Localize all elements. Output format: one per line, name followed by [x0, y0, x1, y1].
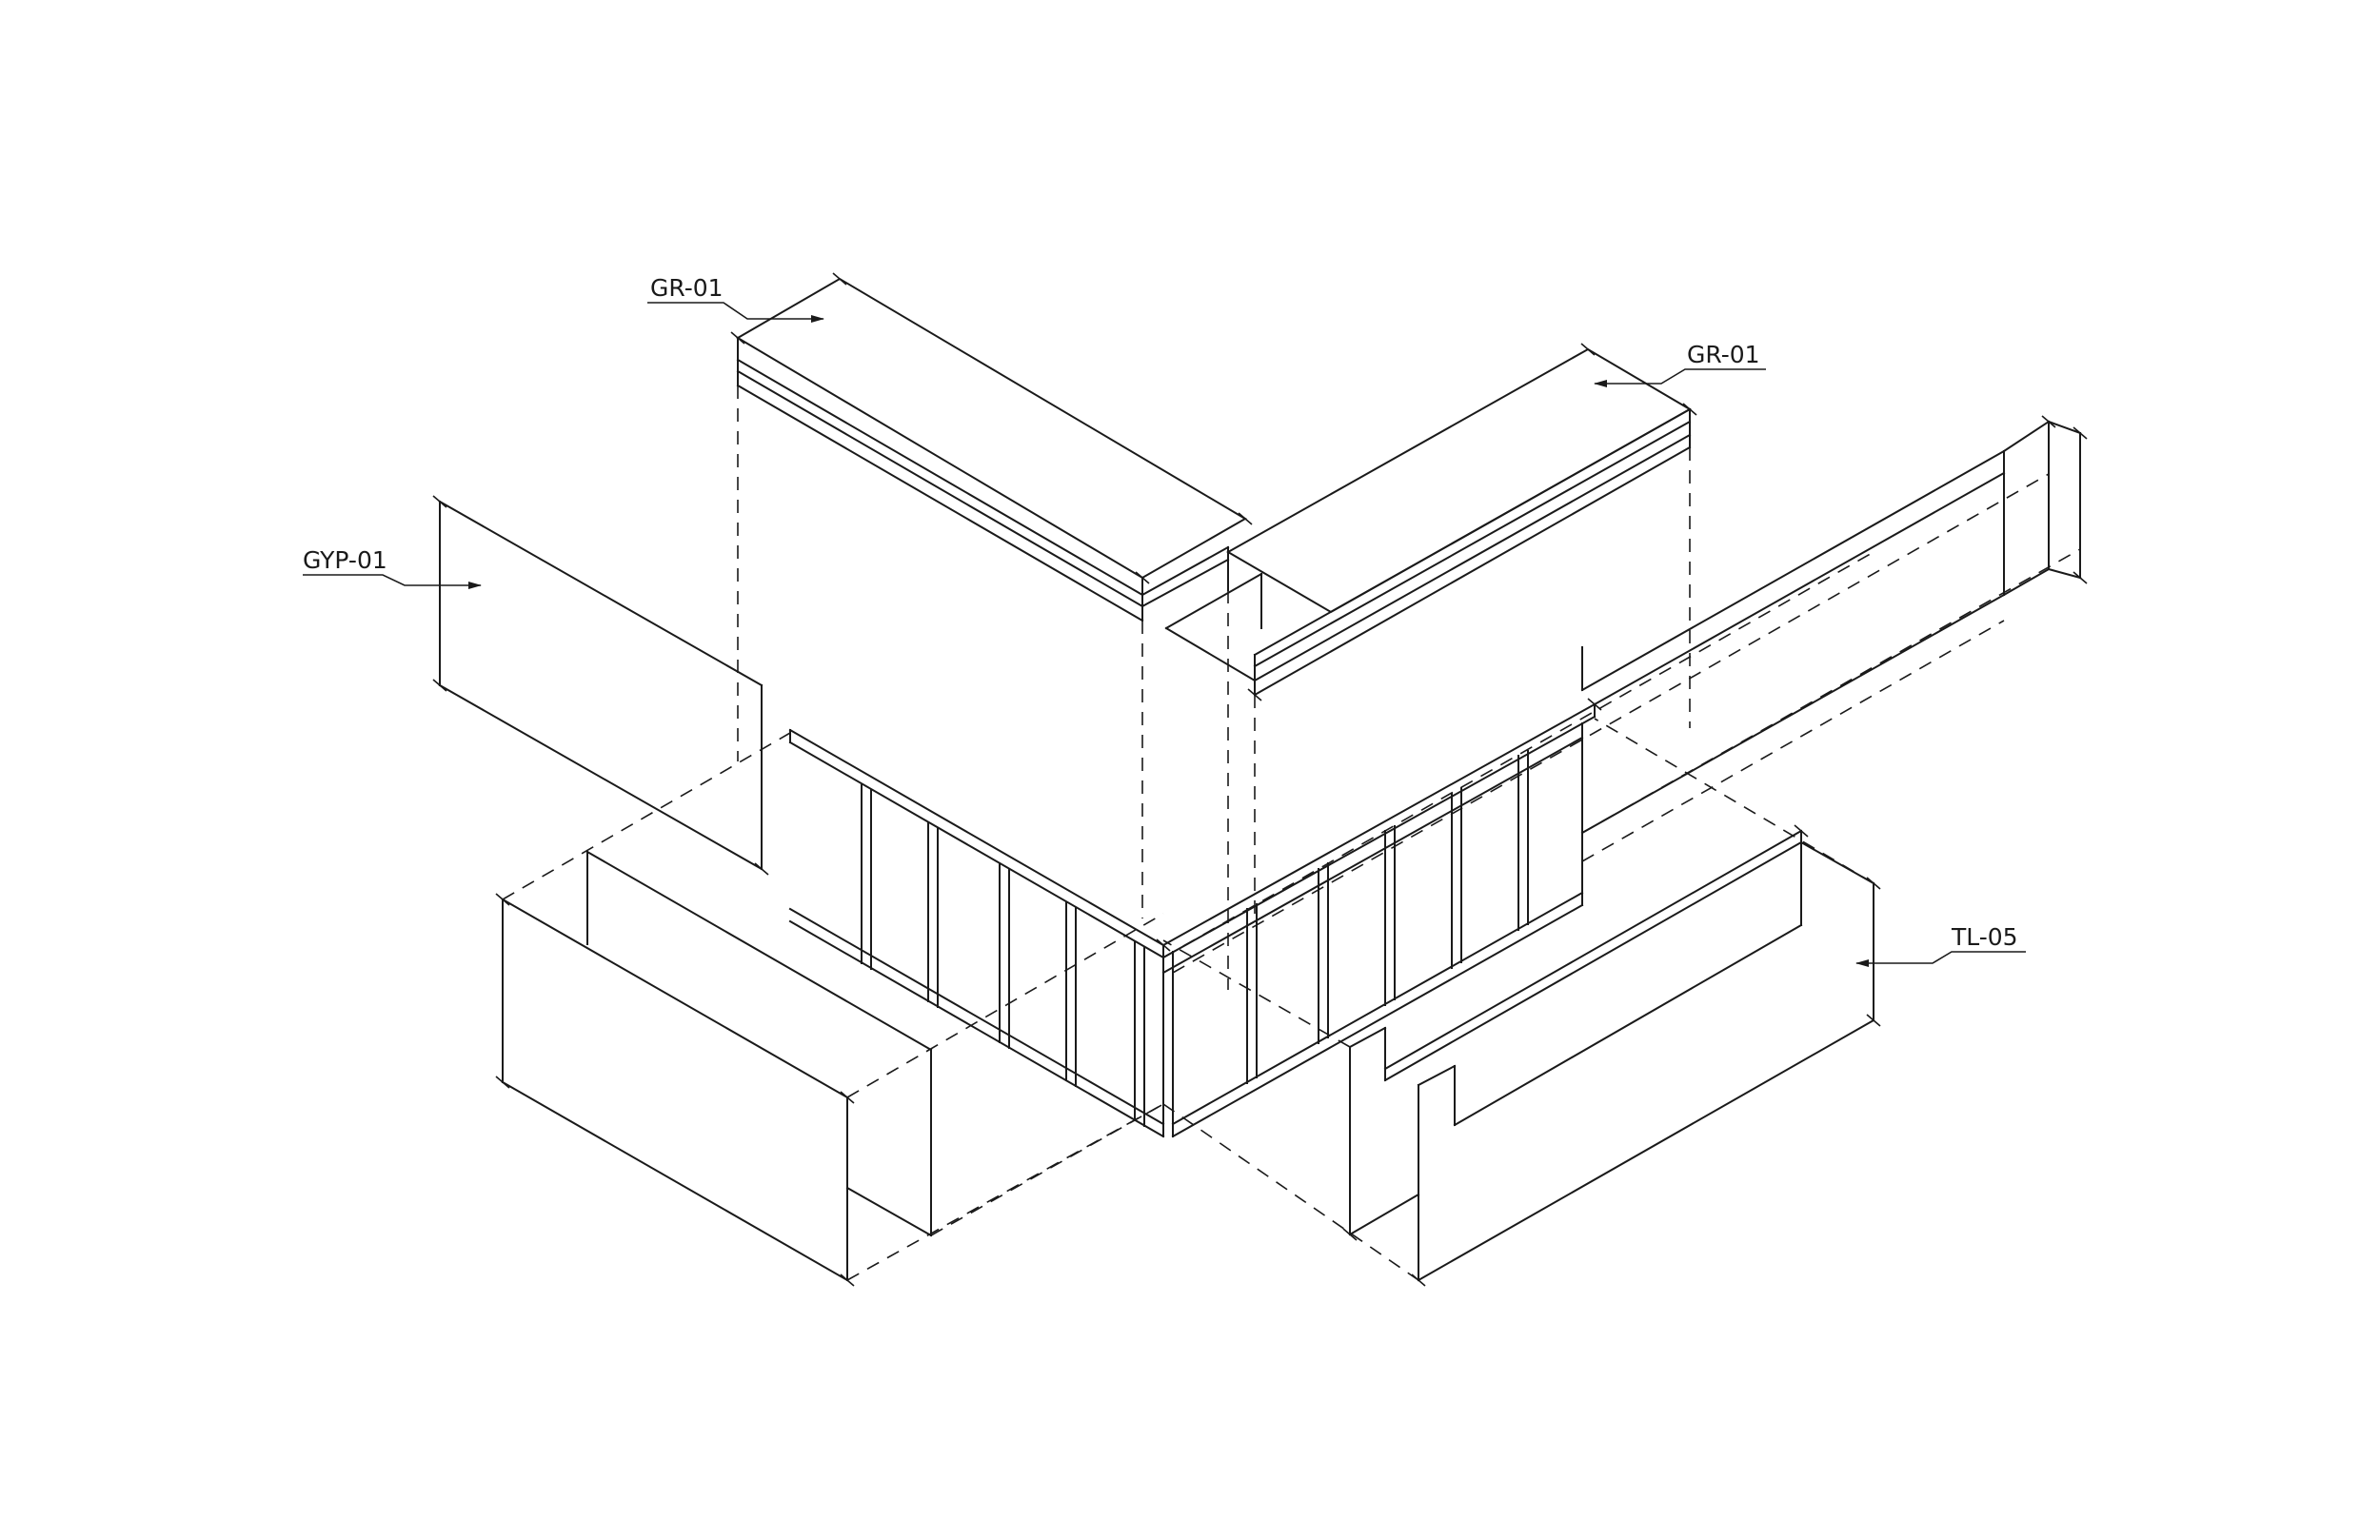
stud-frame-right [1161, 698, 1602, 1138]
tile-panel-right [1342, 824, 1881, 1287]
callout-label-gyp01: GYP-01 [303, 546, 387, 574]
grout-cap-left [730, 272, 1253, 622]
grout-cap-right [1164, 343, 1697, 701]
callout-tl05: TL-05 [1855, 923, 2026, 967]
callout-gyp01: GYP-01 [303, 546, 482, 589]
projection-lines [502, 385, 2081, 1281]
tile-panel-left [495, 850, 933, 1287]
callout-label-tl05: TL-05 [1951, 923, 2018, 951]
gypsum-board-panel [432, 495, 769, 876]
callout-label-gr01-left: GR-01 [650, 274, 724, 302]
callout-gr01-right: GR-01 [1594, 341, 1766, 387]
back-wall-panel-right [1580, 415, 2088, 835]
callout-gr01-left: GR-01 [647, 274, 824, 323]
stud-frame-left [788, 728, 1171, 1138]
callout-label-gr01-right: GR-01 [1687, 341, 1760, 368]
